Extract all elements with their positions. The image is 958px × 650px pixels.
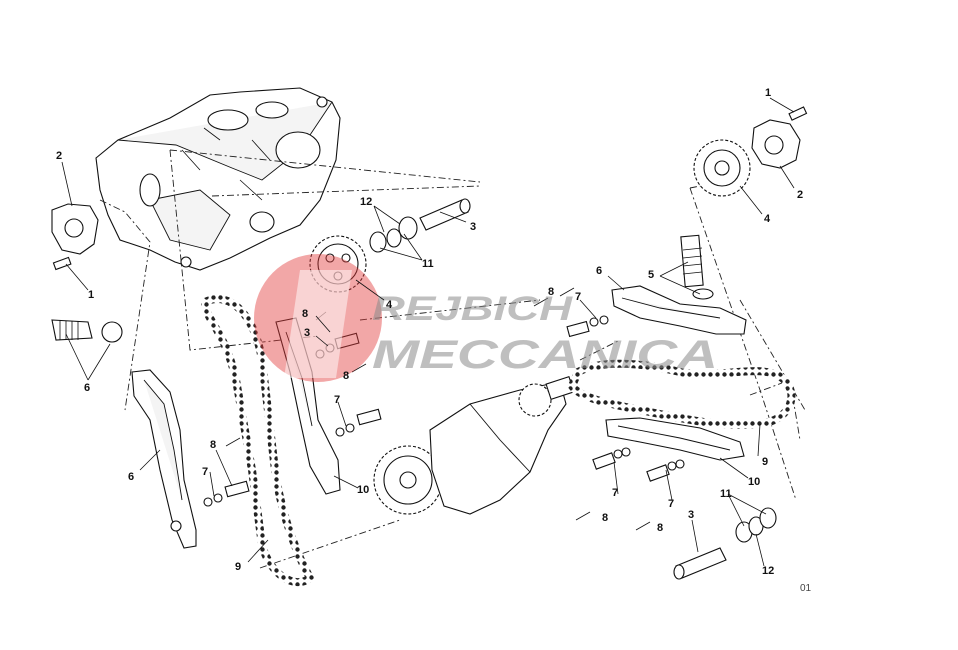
callout-1-left: 1 bbox=[88, 289, 94, 301]
callout-12-upper: 12 bbox=[360, 196, 372, 208]
callout-4-upper: 4 bbox=[386, 299, 393, 311]
callout-10-right: 10 bbox=[748, 476, 760, 488]
right-lower-pin-sets bbox=[575, 447, 685, 531]
callout-8-center: 8 bbox=[302, 308, 308, 320]
callout-7-center: 7 bbox=[334, 394, 340, 406]
callout-8-right-lower-a: 8 bbox=[602, 512, 608, 524]
left-cam-cover bbox=[51, 203, 99, 271]
callout-12-right: 12 bbox=[762, 565, 774, 577]
left-tensioner-plug bbox=[51, 319, 123, 343]
callout-3-upper: 3 bbox=[470, 221, 476, 233]
callout-leaders bbox=[61, 97, 795, 567]
callout-7-right-upper: 7 bbox=[575, 291, 581, 303]
right-lower-pin-and-bearings bbox=[673, 507, 777, 580]
right-upper-pin-set bbox=[533, 287, 609, 338]
left-chain-slider bbox=[131, 369, 197, 549]
callout-7-right-lower-a: 7 bbox=[612, 487, 618, 499]
callout-3-center: 3 bbox=[304, 327, 310, 339]
callout-7-right-lower-b: 7 bbox=[668, 498, 674, 510]
callout-10-center: 10 bbox=[357, 484, 369, 496]
upper-bearing-set bbox=[369, 198, 471, 253]
callout-8-right-lower-b: 8 bbox=[657, 522, 663, 534]
callout-2-right: 2 bbox=[797, 189, 803, 201]
callout-5-right: 5 bbox=[648, 269, 654, 281]
callout-11-upper: 11 bbox=[422, 258, 434, 270]
right-timing-chain bbox=[567, 359, 796, 429]
right-lower-chain-guide bbox=[605, 417, 745, 461]
callout-8-right-upper: 8 bbox=[548, 286, 554, 298]
callout-6-slider: 6 bbox=[128, 471, 134, 483]
watermark-line2: MECCANICA bbox=[372, 333, 718, 377]
crankshaft bbox=[373, 375, 575, 515]
callout-6-left: 6 bbox=[84, 382, 90, 394]
right-upper-chain-slider bbox=[611, 285, 747, 335]
callout-3-right: 3 bbox=[688, 509, 694, 521]
callout-6-right: 6 bbox=[596, 265, 602, 277]
callout-4-right: 4 bbox=[764, 213, 771, 225]
cylinder-head bbox=[95, 87, 341, 271]
right-sprocket bbox=[693, 139, 751, 197]
watermark-line1: REJBICH bbox=[372, 290, 574, 328]
figure-code: 01 bbox=[800, 583, 812, 594]
left-pin-set bbox=[203, 437, 250, 507]
callout-1-right: 1 bbox=[765, 87, 771, 99]
callout-8-center-lower: 8 bbox=[343, 370, 349, 382]
right-tensioner-plug bbox=[680, 234, 714, 300]
callout-7-left: 7 bbox=[202, 466, 208, 478]
callout-8-left: 8 bbox=[210, 439, 216, 451]
callout-labels: 2 1 6 6 8 7 9 12 11 3 4 8 3 8 7 10 8 7 6… bbox=[56, 87, 812, 594]
callout-9-left: 9 bbox=[235, 561, 241, 573]
callout-2-left: 2 bbox=[56, 150, 62, 162]
callout-9-right: 9 bbox=[762, 456, 768, 468]
right-cam-cover bbox=[751, 106, 808, 169]
callout-11-right: 11 bbox=[720, 488, 732, 500]
left-timing-chain bbox=[200, 295, 316, 587]
